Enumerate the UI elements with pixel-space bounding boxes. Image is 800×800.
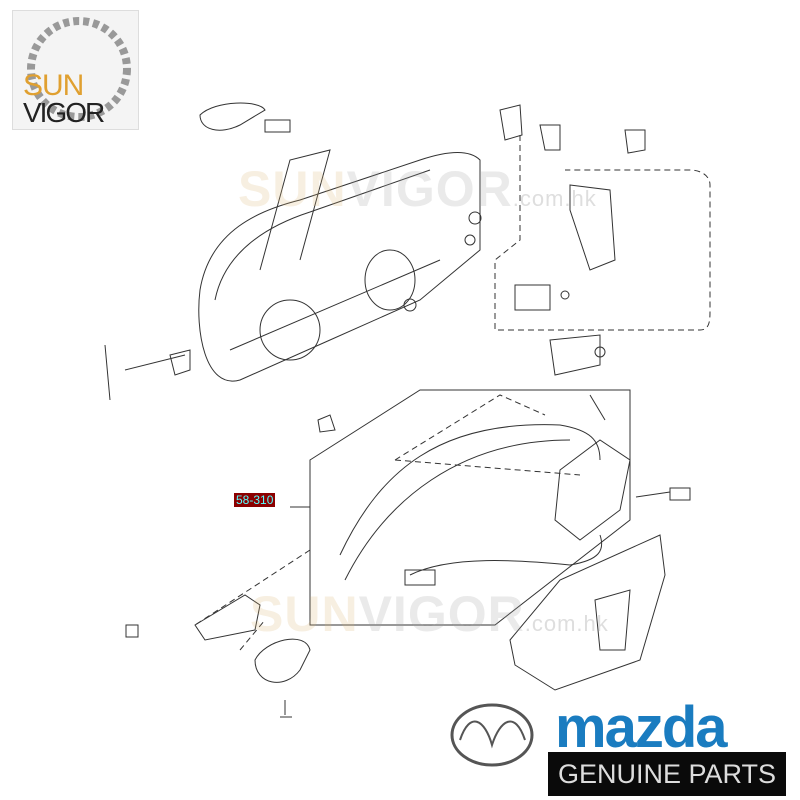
sunvigor-logo: SUN VIGOR bbox=[12, 10, 139, 130]
watermark-top: SUNVIGOR.com.hk bbox=[238, 161, 597, 217]
cable-box bbox=[309, 389, 631, 626]
part-number-callout[interactable]: 58-310 bbox=[234, 493, 276, 507]
cable bbox=[339, 424, 601, 556]
watermark-bottom: SUNVIGOR.com.hk bbox=[250, 586, 609, 642]
genuine-parts-banner: GENUINE PARTS bbox=[548, 752, 786, 796]
gear-ring-icon bbox=[27, 17, 131, 121]
door-frame bbox=[198, 152, 481, 382]
mazda-wordmark: mazda bbox=[555, 695, 728, 760]
mazda-emblem bbox=[450, 703, 534, 767]
logo-sun: SUN bbox=[23, 69, 84, 102]
logo-vigor: VIGOR bbox=[23, 97, 105, 128]
